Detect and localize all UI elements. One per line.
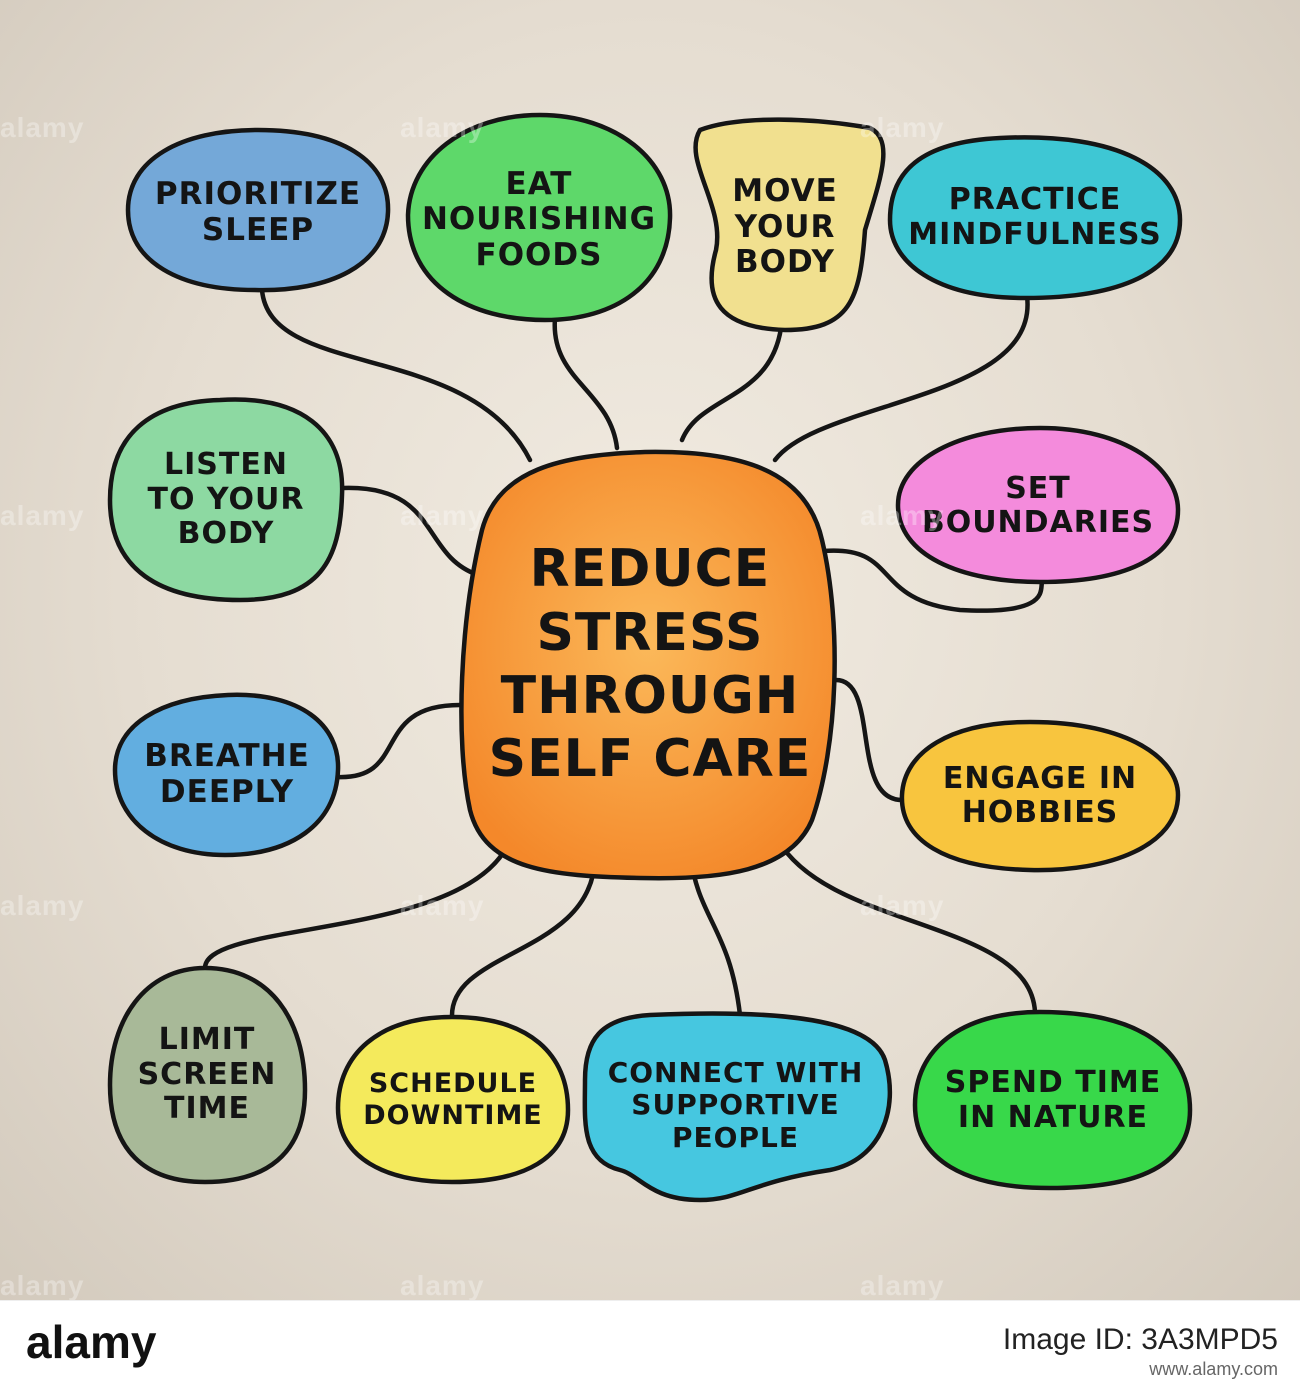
watermark-10: alamy: [0, 1270, 85, 1300]
node-label-listen-to-your-body: LISTEN TO YOUR BODY: [147, 447, 305, 552]
image-id-label: Image ID: 3A3MPD5: [1002, 1323, 1278, 1356]
node-shape-practice-mindfulness: [887, 135, 1183, 301]
stock-footer-bar: alamy Image ID: 3A3MPD5 www.alamy.com: [0, 1300, 1300, 1391]
link-practice-mindfulness: [772, 293, 1030, 463]
watermark-6: alamy: [860, 500, 945, 531]
node-shape-set-boundaries: [895, 425, 1181, 585]
node-shape-listen-to-your-body: [107, 397, 345, 603]
link-spend-time-in-nature: [775, 837, 1038, 1015]
node-shape-schedule-downtime: [335, 1014, 571, 1185]
watermark-3: alamy: [860, 112, 945, 143]
node-label-schedule-downtime: SCHEDULE DOWNTIME: [363, 1068, 543, 1131]
node-shape-breathe-deeply: [112, 692, 341, 858]
node-shape-limit-screen-time: [107, 965, 308, 1185]
watermark-2: alamy: [400, 112, 485, 143]
watermark-11: alamy: [400, 1270, 485, 1300]
paper-background: REDUCE STRESS THROUGH SELF CARE PRIORITI…: [0, 0, 1300, 1300]
link-connect-with-supportive-people: [688, 857, 743, 1018]
watermark-8: alamy: [400, 890, 485, 921]
link-limit-screen-time: [202, 837, 513, 971]
link-breathe-deeply: [334, 702, 463, 780]
link-schedule-downtime: [449, 857, 598, 1020]
node-label-spend-time-in-nature: SPEND TIME IN NATURE: [944, 1065, 1162, 1135]
center-node-shape: [459, 449, 837, 881]
center-label: REDUCE STRESS THROUGH SELF CARE: [488, 539, 812, 790]
link-engage-in-hobbies: [833, 677, 905, 803]
link-set-boundaries: [820, 548, 1045, 613]
node-label-practice-mindfulness: PRACTICE MINDFULNESS: [908, 182, 1162, 252]
watermark-4: alamy: [0, 500, 85, 531]
link-eat-nourishing-foods: [552, 315, 620, 451]
node-shape-prioritize-sleep: [125, 127, 391, 293]
node-shape-spend-time-in-nature: [912, 1009, 1193, 1191]
watermark-1: alamy: [0, 112, 85, 143]
node-label-limit-screen-time: LIMIT SCREEN TIME: [137, 1022, 277, 1127]
node-label-move-your-body: MOVE YOUR BODY: [732, 173, 838, 281]
node-shape-connect-with-supportive-people: [582, 1011, 893, 1203]
mind-map-diagram: [107, 112, 1193, 1203]
alamy-logo: alamy: [26, 1316, 157, 1368]
node-label-breathe-deeply: BREATHE DEEPLY: [144, 738, 310, 810]
node-label-set-boundaries: SET BOUNDARIES: [921, 470, 1155, 540]
watermark-7: alamy: [0, 890, 85, 921]
node-label-connect-with-supportive-people: CONNECT WITH SUPPORTIVE PEOPLE: [607, 1056, 864, 1154]
link-listen-to-your-body: [340, 485, 481, 578]
watermark-12: alamy: [860, 1270, 945, 1300]
node-label-eat-nourishing-foods: EAT NOURISHING FOODS: [421, 165, 657, 273]
node-label-prioritize-sleep: PRIORITIZE SLEEP: [154, 175, 362, 248]
stock-url-label: www.alamy.com: [1149, 1359, 1278, 1379]
node-shape-engage-in-hobbies: [899, 719, 1181, 873]
link-move-your-body: [679, 325, 784, 443]
node-label-engage-in-hobbies: ENGAGE IN HOBBIES: [942, 760, 1138, 830]
node-shape-move-your-body: [693, 117, 886, 333]
watermark-5: alamy: [400, 500, 485, 531]
watermark-9: alamy: [860, 890, 945, 921]
node-shape-eat-nourishing-foods: [405, 112, 673, 323]
link-prioritize-sleep: [259, 287, 533, 463]
